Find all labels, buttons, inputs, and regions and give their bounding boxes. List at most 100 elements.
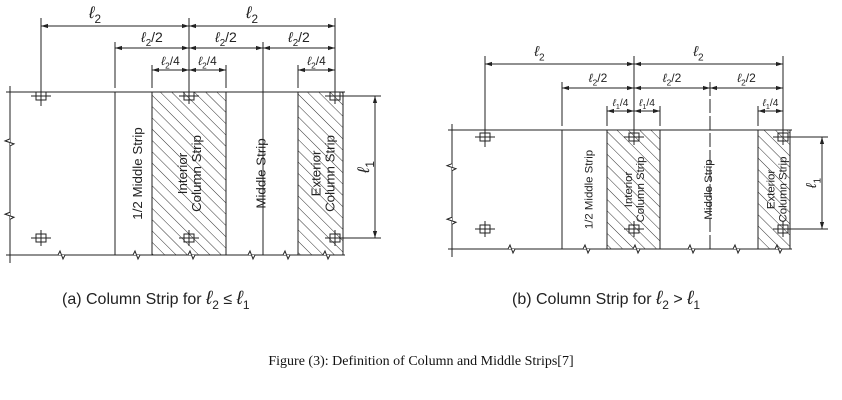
label-var: ℓ [638, 98, 643, 109]
label-tail: /2 [597, 71, 607, 85]
label-tail: /4 [770, 98, 779, 109]
caption-var-a: ℓ [655, 288, 663, 309]
label-tail: /2 [298, 29, 310, 45]
label-var: ℓ [306, 54, 311, 68]
strip-label-line: Interior [175, 152, 190, 194]
label-tail: /2 [746, 71, 756, 85]
label-subscript: 2 [698, 52, 704, 63]
label-tail: /2 [671, 71, 681, 85]
strip-label: Middle Strip [254, 138, 269, 208]
label-l2: ℓ2 [533, 44, 545, 63]
label-half: ℓ2/2 [140, 29, 163, 49]
label-quarter: ℓ1/4 [612, 98, 629, 111]
strip-label-line: Exterior [309, 150, 324, 196]
label-var: ℓ [737, 71, 742, 85]
break-line [129, 249, 144, 261]
label-half: ℓ2/2 [589, 71, 608, 88]
label-var: ℓ [287, 29, 293, 45]
label-subscript: 2 [202, 61, 207, 71]
label-subscript: 2 [667, 78, 672, 88]
strip-label-line: Column Strip [635, 157, 647, 223]
figure-caption: Figure (3): Definition of Column and Mid… [268, 354, 574, 369]
label-var: ℓ [354, 167, 373, 174]
label-subscript: 1 [766, 103, 770, 111]
label-subscript: 1 [616, 103, 620, 111]
strip-label-line: 1/2 Middle Strip [583, 150, 595, 229]
break-line [579, 243, 594, 255]
interior-column-strip [151, 91, 227, 256]
strip-label: InteriorColumn Strip [175, 135, 204, 212]
label-l2: ℓ2 [88, 3, 101, 26]
column-icon [325, 230, 345, 246]
label-l1: ℓ1 [804, 177, 823, 189]
label-var: ℓ [533, 44, 539, 60]
label-subscript: 2 [220, 38, 225, 49]
label-quarter: ℓ2/4 [306, 54, 326, 71]
label-half: ℓ2/2 [737, 71, 756, 88]
caption-sub-a: 2 [662, 298, 669, 312]
label-subscript: 2 [539, 52, 545, 63]
label-var: ℓ [663, 71, 668, 85]
diagram-caption: (a) Column Strip for ℓ2 ≤ ℓ1 [62, 288, 250, 312]
strip-label-line: Interior [623, 172, 635, 208]
caption-sub-b: 1 [693, 298, 700, 312]
strip-label: ExteriorColumn Strip [765, 157, 789, 223]
label-l1: ℓ1 [354, 161, 377, 174]
label-var: ℓ [88, 3, 95, 22]
label-tail: /4 [170, 54, 180, 68]
label-half: ℓ2/2 [214, 29, 237, 49]
caption-var-b: ℓ [686, 288, 694, 309]
column-icon [475, 221, 495, 237]
break-line [445, 213, 458, 229]
label-l2: ℓ2 [692, 44, 704, 63]
break-line [629, 243, 644, 255]
label-half: ℓ2/2 [287, 29, 310, 49]
label-tail: /4 [646, 98, 655, 109]
break-line [3, 208, 16, 224]
break-line [54, 249, 69, 261]
strip-label: 1/2 Middle Strip [130, 127, 145, 219]
column-icon [773, 221, 793, 237]
break-line [279, 249, 294, 261]
label-subscript: 1 [642, 103, 646, 111]
label-var: ℓ [197, 54, 202, 68]
label-var: ℓ [692, 44, 698, 60]
label-subscript: 2 [293, 38, 298, 49]
label-quarter: ℓ1/4 [762, 98, 779, 111]
column-icon [325, 88, 345, 104]
label-tail: /4 [620, 98, 629, 109]
strip-label: 1/2 Middle Strip [583, 150, 595, 229]
column-icon [31, 230, 51, 246]
caption-relation: > [669, 291, 687, 308]
label-var: ℓ [762, 98, 767, 109]
break-line [771, 243, 786, 255]
diagram-caption: (b) Column Strip for ℓ2 > ℓ1 [512, 288, 700, 312]
break-line [504, 243, 519, 255]
label-var: ℓ [589, 71, 594, 85]
strip-label-line: Column Strip [777, 157, 789, 223]
caption-sub-b: 1 [243, 298, 250, 312]
column-icon [624, 221, 644, 237]
column-icon [179, 88, 199, 104]
strip-label-line: Middle Strip [703, 159, 715, 219]
label-quarter: ℓ1/4 [638, 98, 655, 111]
label-var: ℓ [245, 3, 252, 22]
strip-label-line: Middle Strip [254, 138, 269, 208]
label-quarter: ℓ2/4 [160, 54, 180, 71]
break-line [445, 159, 458, 175]
break-line [684, 243, 699, 255]
label-tail: /2 [151, 29, 163, 45]
strip-label: InteriorColumn Strip [623, 157, 647, 223]
column-icon [475, 129, 495, 145]
label-var: ℓ [804, 183, 820, 189]
caption-prefix: (b) Column Strip for [512, 291, 656, 308]
exterior-column-strip [297, 91, 344, 256]
strip-label-line: Column Strip [322, 135, 337, 212]
label-subscript: 2 [593, 78, 598, 88]
caption-var-a: ℓ [205, 288, 213, 309]
label-var: ℓ [214, 29, 220, 45]
caption-sub-a: 2 [212, 298, 219, 312]
label-var: ℓ [612, 98, 617, 109]
